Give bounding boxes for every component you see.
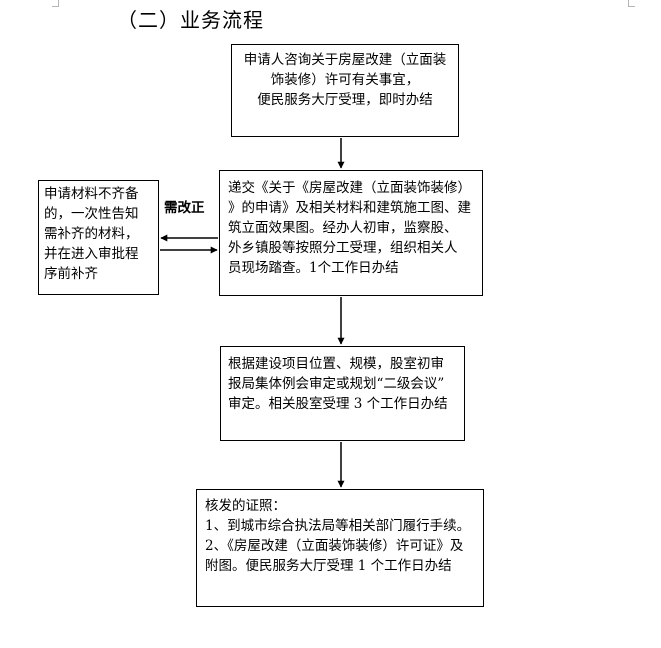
step-review-line: 审定。相关股室受理 3 个工作日办结 [228, 396, 448, 412]
step-review-line: 报局集体例会审定或规划“二级会议” [228, 376, 445, 392]
step-issue-line: 附图。便民服务大厅受理 1 个工作日办结 [205, 558, 452, 574]
page-corner-mark-left [52, 0, 59, 7]
step-submit-line: 筑立面效果图。经办人初审，监察股、 [228, 220, 458, 236]
step-submit-line: 》的申请》及相关材料和建筑施工图、建 [228, 200, 471, 216]
step-consult-line: 申请人咨询关于房屋改建（立面装 [243, 52, 447, 68]
step-review-box: 根据建设项目位置、规模，股室初审 报局集体例会审定或规划“二级会议” 审定。相关… [220, 346, 465, 441]
step-issue-line: 1、到城市综合执法局等相关部门履行手续。 [205, 518, 471, 534]
step-supplement-line: 的，一次性告知 [44, 206, 139, 222]
step-submit-line: 递交《关于《房屋改建（立面装饰装修） [228, 180, 471, 196]
step-issue-line: 核发的证照： [205, 498, 286, 514]
step-consult-line: 饰装修）许可有关事宜， [270, 72, 420, 88]
step-supplement-line: 序前补齐 [44, 266, 98, 282]
step-consult-line: 便民服务大厅受理，即时办结 [257, 92, 433, 108]
step-supplement-line: 申请材料不齐备 [44, 186, 139, 202]
step-submit-line: 员现场踏查。1个工作日办结 [228, 260, 399, 276]
step-review-line: 根据建设项目位置、规模，股室初审 [228, 356, 444, 372]
step-supplement-line: 并在进入审批程 [44, 246, 139, 262]
step-issue-line: 2、《房屋改建（立面装饰装修）许可证》及 [205, 538, 464, 554]
step-supplement-box: 申请材料不齐备 的，一次性告知 需补齐的材料， 并在进入审批程 序前补齐 [38, 180, 159, 295]
step-submit-box: 递交《关于《房屋改建（立面装饰装修） 》的申请》及相关材料和建筑施工图、建 筑立… [219, 170, 483, 296]
step-consult-box: 申请人咨询关于房屋改建（立面装 饰装修）许可有关事宜， 便民服务大厅受理，即时办… [231, 44, 459, 137]
correction-label: 需改正 [164, 200, 205, 216]
step-submit-line: 外乡镇股等按照分工受理，组织相关人 [228, 240, 458, 256]
section-heading: （二）业务流程 [117, 8, 264, 32]
step-supplement-line: 需补齐的材料， [44, 226, 139, 242]
step-issue-box: 核发的证照： 1、到城市综合执法局等相关部门履行手续。 2、《房屋改建（立面装饰… [196, 489, 484, 607]
page-corner-mark-right [628, 0, 635, 7]
